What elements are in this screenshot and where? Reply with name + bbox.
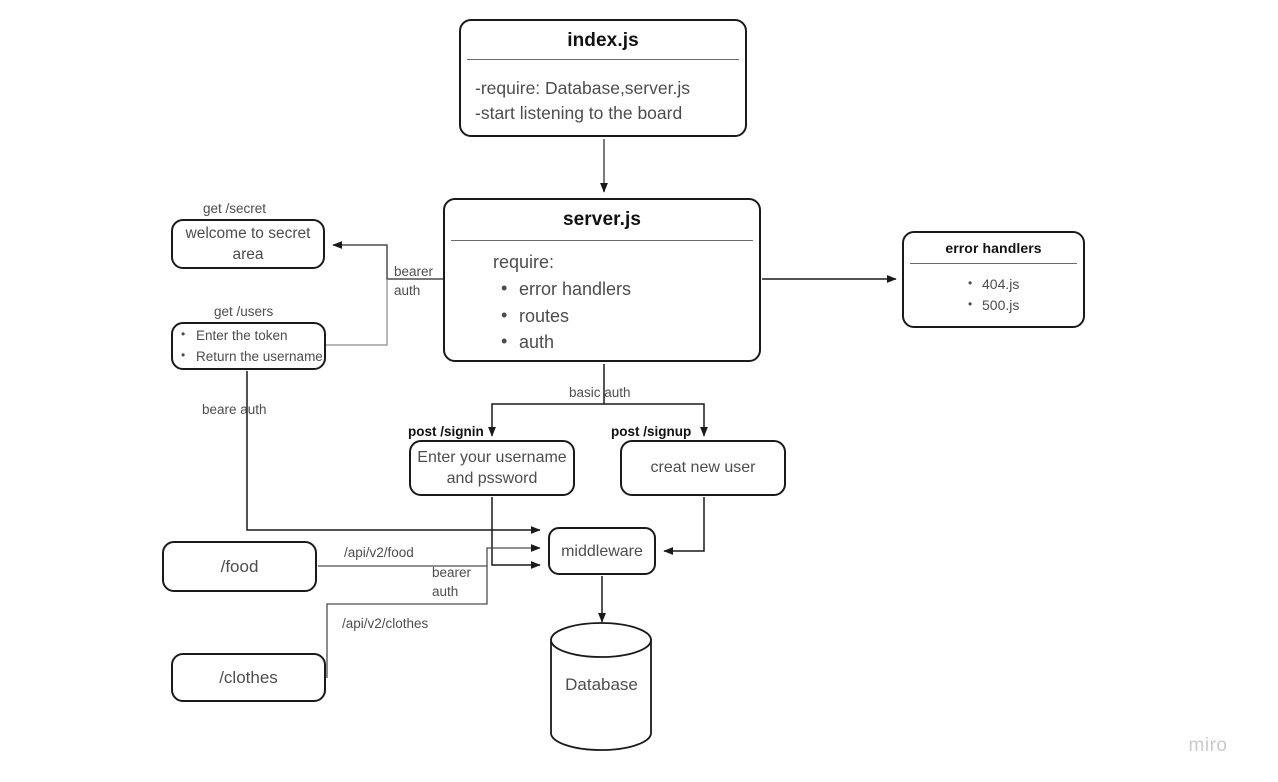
list-item: Enter the token [179, 324, 324, 346]
edge-label-bearer-auth-food-line2: auth [432, 584, 459, 599]
index-js-title: index.js [567, 30, 639, 51]
list-item: error handlers [493, 275, 759, 303]
node-post-signin[interactable]: Enter your username and pssword [409, 440, 575, 496]
node-server-js[interactable]: server.js require: error handlers routes… [443, 198, 761, 362]
signup-text: creat new user [650, 459, 756, 477]
node-database[interactable]: Database [551, 623, 652, 750]
list-item: Return the username [179, 345, 324, 367]
get-users-body: Enter the token Return the username [173, 324, 324, 368]
node-index-js[interactable]: index.js -require: Database,server.js -s… [459, 19, 747, 137]
secret-area-text: welcome to secret area [185, 225, 311, 263]
list-item: auth [493, 328, 759, 356]
food-text: /food [220, 556, 259, 576]
server-js-require-list: error handlers routes auth [493, 275, 759, 356]
get-users-list: Enter the token Return the username [179, 324, 324, 367]
server-js-body: require: error handlers routes auth [445, 241, 759, 360]
edge-label-bearer-auth-food-line1: bearer [432, 565, 472, 580]
node-post-signup[interactable]: creat new user [620, 440, 786, 496]
edge-label-basic-auth: basic auth [569, 385, 631, 400]
miro-watermark: miro [1188, 735, 1228, 756]
edge-label-post-signin: post /signin [408, 424, 484, 439]
node-food-route[interactable]: /food [162, 541, 317, 592]
error-handlers-list: 404.js 500.js [966, 273, 1083, 316]
node-get-users[interactable]: Enter the token Return the username [171, 322, 326, 370]
edge-label-api-v2-food: /api/v2/food [344, 545, 414, 560]
signin-text: Enter your username and pssword [417, 448, 567, 488]
edge-users-bearer-join [326, 279, 388, 346]
edge-label-bearer-auth-secret: bearer auth [394, 262, 433, 300]
index-js-body: -require: Database,server.js -start list… [461, 60, 745, 135]
edge-signup-to-middleware [663, 497, 705, 555]
edge-label-bearer-auth-secret-line1: bearer [394, 264, 434, 279]
edge-label-get-secret: get /secret [203, 201, 267, 216]
list-item: routes [493, 302, 759, 330]
node-clothes-route[interactable]: /clothes [171, 653, 326, 702]
edge-label-bearer-auth-secret-line2: auth [394, 283, 421, 298]
edge-label-get-users: get /users [214, 304, 274, 319]
server-js-require-label: require: [493, 252, 555, 273]
index-js-divider [467, 59, 739, 60]
index-js-line-1: -require: Database,server.js [475, 77, 690, 98]
edge-label-api-v2-clothes: /api/v2/clothes [342, 616, 429, 631]
error-handlers-body: 404.js 500.js [904, 264, 1083, 326]
node-middleware[interactable]: middleware [548, 527, 656, 575]
node-welcome-to-secret-area[interactable]: welcome to secret area [171, 219, 325, 269]
database-label: Database [565, 675, 638, 694]
edge-label-post-signup: post /signup [611, 424, 692, 439]
edge-label-bearer-auth-food: bearer auth [432, 563, 471, 601]
server-js-title: server.js [562, 209, 642, 230]
node-error-handlers[interactable]: error handlers 404.js 500.js [902, 231, 1085, 328]
index-js-line-2: -start listening to the board [475, 102, 683, 123]
middleware-text: middleware [561, 542, 643, 560]
edge-basic-to-signin [488, 403, 604, 437]
server-js-divider [451, 240, 753, 241]
clothes-text: /clothes [219, 667, 278, 687]
error-handlers-title: error handlers [945, 240, 1042, 256]
edge-signin-to-middleware [491, 497, 541, 569]
list-item: 404.js [966, 273, 1083, 295]
edge-label-bearer-auth-users: beare auth [202, 402, 267, 417]
error-handlers-divider [910, 263, 1077, 264]
list-item: 500.js [966, 294, 1083, 316]
